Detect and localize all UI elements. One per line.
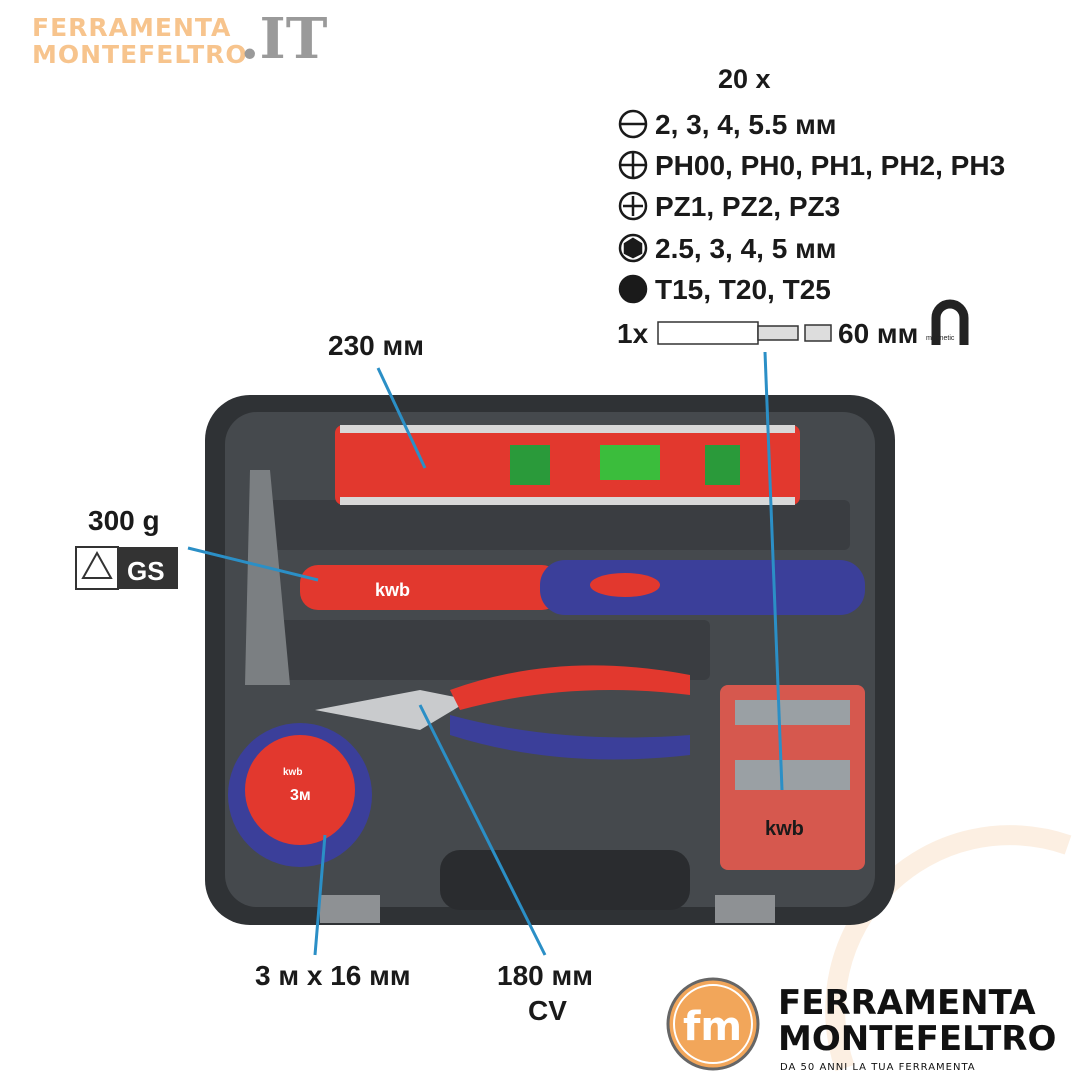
spirit-level: [335, 425, 800, 505]
magnet-icon: magnetic: [926, 299, 969, 345]
logo-line1: FERRAMENTA: [32, 13, 232, 42]
bit-row-pozidriv: PZ1, PZ2, PZ3: [655, 191, 840, 222]
bit-icons: [618, 109, 648, 304]
tape-face-label: 3м: [290, 787, 311, 804]
brand-logo-mark: fm: [666, 977, 760, 1071]
brand-name: FERRAMENTA MONTEFELTRO: [778, 985, 1056, 1057]
holder-length: 60 мм: [838, 318, 918, 349]
hammer-weight: 300 g: [88, 505, 160, 536]
brand-mark-text: fm: [683, 1004, 742, 1050]
bit-row-hex: 2.5, 3, 4, 5 мм: [655, 233, 837, 264]
bits-count: 20 x: [718, 64, 771, 94]
gs-mark-icon: [118, 547, 178, 589]
brand-tagline: DA 50 ANNI LA TUA FERRAMENTA: [780, 1062, 976, 1073]
brand-line2: MONTEFELTRO: [778, 1019, 1057, 1059]
svg-text:GS: GS: [127, 556, 165, 586]
tape-size: 3 м x 16 мм: [255, 960, 411, 991]
bit-holder-icon: [657, 321, 832, 345]
hammer-brand: kwb: [375, 580, 410, 600]
tape-measure: 3м kwb: [228, 723, 372, 867]
phillips-icon: [618, 150, 648, 180]
level-length: 230 мм: [328, 330, 424, 361]
bit-row-torx: T15, T20, T25: [655, 274, 831, 305]
bit-row-phillips: PH00, PH0, PH1, PH2, PH3: [655, 150, 1005, 181]
tool-case: [205, 395, 895, 925]
bit-box: kwb: [720, 685, 865, 870]
leader-lines: [187, 351, 784, 956]
tape-brand: kwb: [283, 767, 302, 778]
pozidriv-icon: [618, 191, 648, 221]
torx-icon: [618, 274, 648, 304]
bit-row-slotted: 2, 3, 4, 5.5 мм: [655, 109, 837, 140]
safety-marks: GS: [75, 546, 178, 590]
bitbox-brand: kwb: [765, 818, 804, 840]
site-logo: FERRAMENTA MONTEFELTRO: [32, 14, 248, 68]
logo-line2: MONTEFELTRO: [32, 40, 248, 69]
hammer: kwb: [245, 470, 865, 685]
holder-count: 1x: [617, 318, 649, 349]
pliers-length: 180 мм: [497, 960, 593, 991]
pliers-material: CV: [528, 995, 567, 1026]
pliers: [315, 665, 690, 760]
hex-icon: [618, 233, 648, 263]
slotted-icon: [618, 109, 648, 139]
brand-line1: FERRAMENTA: [778, 983, 1036, 1023]
magnetic-label: magnetic: [926, 335, 955, 342]
logo-suffix: .IT: [240, 6, 328, 72]
